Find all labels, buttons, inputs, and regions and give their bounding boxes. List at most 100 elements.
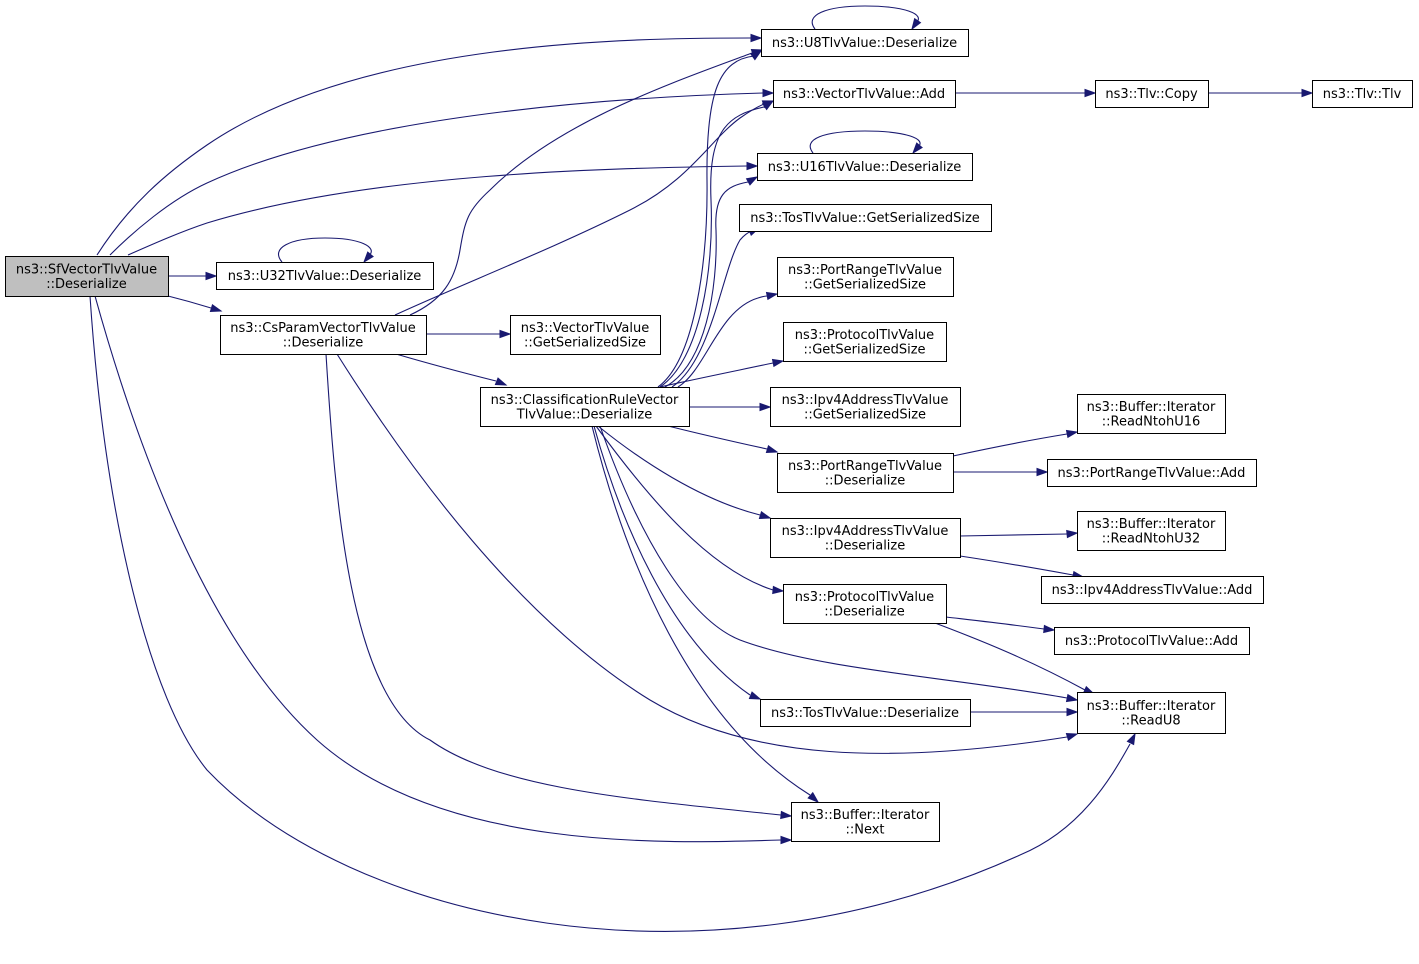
- edge-classrule-to-u8: [657, 50, 763, 388]
- node-label-line: ns3::Ipv4AddressTlvValue: [782, 393, 949, 408]
- node-protocoltlvvalue-add[interactable]: ns3::ProtocolTlvValue::Add: [1054, 627, 1250, 655]
- node-vectortlvvalue-getserializedsize[interactable]: ns3::VectorTlvValue::GetSerializedSize: [510, 315, 661, 355]
- node-label-line: ns3::Tlv::Tlv: [1323, 87, 1402, 102]
- node-label-line: ns3::CsParamVectorTlvValue: [230, 321, 415, 336]
- edge-u32-to-u32: [278, 237, 374, 264]
- edges-layer: [89, 5, 1314, 932]
- edge-classrule-to-portgss: [677, 291, 779, 388]
- edge-classrule-to-readu8: [599, 425, 1079, 703]
- edge-sfvector-to-csparam: [167, 295, 223, 313]
- node-label-line: ::GetSerializedSize: [804, 277, 926, 292]
- node-buffer-iterator-readntohu32[interactable]: ns3::Buffer::Iterator::ReadNtohU32: [1077, 511, 1226, 551]
- node-ipv4addresstlvvalue-deserialize[interactable]: ns3::Ipv4AddressTlvValue::Deserialize: [770, 518, 961, 558]
- edge-sfvector-to-readu8: [89, 295, 1136, 932]
- node-label-line: ::ReadU8: [1121, 713, 1180, 728]
- edge-sfvector-to-u8: [96, 33, 763, 256]
- node-buffer-iterator-next[interactable]: ns3::Buffer::Iterator::Next: [791, 802, 940, 842]
- node-label-line: ns3::U8TlvValue::Deserialize: [772, 36, 957, 51]
- node-label-line: ::ReadNtohU16: [1102, 414, 1201, 429]
- node-label-line: ns3::Buffer::Iterator: [1087, 400, 1216, 415]
- edge-classrule-to-ipv4des: [597, 425, 772, 520]
- edge-classrule-to-tosdes: [593, 425, 762, 700]
- edge-ipv4des-to-ipv4add: [959, 555, 1085, 580]
- node-label-line: ns3::PortRangeTlvValue: [788, 459, 942, 474]
- edge-portdes-to-readu16: [952, 429, 1079, 457]
- edge-sfvector-to-vecadd: [109, 88, 775, 256]
- node-tlv-copy[interactable]: ns3::Tlv::Copy: [1095, 80, 1209, 108]
- node-label-line: ns3::PortRangeTlvValue::Add: [1058, 466, 1246, 481]
- node-label-line: ::Deserialize: [46, 277, 127, 292]
- node-label-line: ns3::U32TlvValue::Deserialize: [228, 269, 422, 284]
- node-u32tlvvalue-deserialize[interactable]: ns3::U32TlvValue::Deserialize: [216, 262, 434, 290]
- edge-classrule-to-portdes: [667, 425, 779, 454]
- node-label-line: ::ReadNtohU32: [1102, 531, 1201, 546]
- edge-csparam-to-vecgss: [426, 329, 512, 339]
- edge-portdes-to-portadd: [953, 467, 1049, 477]
- nodes-layer: ns3::SfVectorTlvValue::Deserialize ns3::U…: [5, 29, 1413, 842]
- edge-csparam-to-readu8: [336, 353, 1079, 754]
- edge-classrule-to-protodes: [595, 425, 785, 595]
- node-vectortlvvalue-add[interactable]: ns3::VectorTlvValue::Add: [773, 80, 956, 108]
- edge-tosdes-to-readu8: [970, 707, 1079, 717]
- node-label-line: ::Deserialize: [824, 604, 905, 619]
- edge-classrule-to-ipv4gss: [689, 402, 772, 412]
- node-label-line: ::Deserialize: [825, 538, 906, 553]
- edge-classrule-to-tosgss: [671, 227, 761, 388]
- edge-csparam-to-vecadd: [394, 100, 775, 316]
- node-buffer-iterator-readu8[interactable]: ns3::Buffer::Iterator::ReadU8: [1077, 692, 1226, 734]
- node-ipv4addresstlvvalue-add[interactable]: ns3::Ipv4AddressTlvValue::Add: [1041, 576, 1264, 604]
- edge-classrule-to-protogss: [659, 358, 785, 388]
- node-portrangetlvvalue-deserialize[interactable]: ns3::PortRangeTlvValue::Deserialize: [777, 453, 954, 493]
- node-tlv-tlv[interactable]: ns3::Tlv::Tlv: [1312, 80, 1413, 108]
- edge-protodes-to-protoadd: [945, 616, 1056, 634]
- node-protocoltlvvalue-deserialize[interactable]: ns3::ProtocolTlvValue::Deserialize: [783, 584, 947, 624]
- node-label-line: ns3::VectorTlvValue: [521, 321, 649, 336]
- node-protocoltlvvalue-getserializedsize[interactable]: ns3::ProtocolTlvValue::GetSerializedSize: [783, 322, 947, 362]
- node-label-line: ::Deserialize: [825, 473, 906, 488]
- edge-sfvector-to-u16: [127, 161, 759, 256]
- node-label-line: ns3::Ipv4AddressTlvValue::Add: [1052, 583, 1253, 598]
- node-label-line: TlvValue::Deserialize: [516, 407, 652, 422]
- edge-tlvcopy-to-tlvtlv: [1208, 88, 1314, 98]
- node-buffer-iterator-readntohu16[interactable]: ns3::Buffer::Iterator::ReadNtohU16: [1077, 394, 1226, 434]
- node-label-line: ns3::ProtocolTlvValue: [795, 328, 934, 343]
- node-csparamvectortlvvalue-deserialize[interactable]: ns3::CsParamVectorTlvValue::Deserialize: [220, 315, 427, 355]
- node-label-line: ::Deserialize: [283, 335, 364, 350]
- edge-csparam-to-classrule: [395, 353, 508, 386]
- node-sfvectortlvvalue-deserialize[interactable]: ns3::SfVectorTlvValue::Deserialize: [5, 256, 169, 297]
- node-portrangetlvvalue-add[interactable]: ns3::PortRangeTlvValue::Add: [1047, 459, 1257, 487]
- node-label-line: ns3::Buffer::Iterator: [1087, 699, 1216, 714]
- edge-classrule-to-next: [591, 425, 820, 803]
- node-label-line: ns3::U16TlvValue::Deserialize: [768, 160, 962, 175]
- edge-csparam-to-u8: [409, 48, 764, 316]
- edge-classrule-to-vecadd: [659, 100, 775, 388]
- edge-vecadd-to-tlvcopy: [955, 88, 1097, 98]
- node-tostlvvalue-deserialize[interactable]: ns3::TosTlvValue::Deserialize: [760, 699, 971, 727]
- node-label-line: ns3::ProtocolTlvValue: [795, 590, 934, 605]
- edge-u8-to-u8: [811, 5, 922, 31]
- node-label-line: ns3::Buffer::Iterator: [1087, 517, 1216, 532]
- node-label-line: ns3::Buffer::Iterator: [801, 808, 930, 823]
- node-u8tlvvalue-deserialize[interactable]: ns3::U8TlvValue::Deserialize: [761, 29, 969, 57]
- node-label-line: ::GetSerializedSize: [524, 335, 646, 350]
- node-portrangetlvvalue-getserializedsize[interactable]: ns3::PortRangeTlvValue::GetSerializedSiz…: [777, 257, 954, 297]
- node-label-line: ns3::TosTlvValue::Deserialize: [771, 706, 959, 721]
- edge-u16-to-u16: [809, 130, 923, 155]
- node-label-line: ns3::Ipv4AddressTlvValue: [782, 524, 949, 539]
- node-tostlvvalue-getserializedsize[interactable]: ns3::TosTlvValue::GetSerializedSize: [739, 204, 992, 232]
- node-classificationrulevectortlvvalue-deserialize[interactable]: ns3::ClassificationRuleVectorTlvValue::D…: [480, 387, 690, 427]
- node-label-line: ::GetSerializedSize: [803, 342, 925, 357]
- node-label-line: ns3::TosTlvValue::GetSerializedSize: [750, 211, 980, 226]
- node-label-line: ns3::ClassificationRuleVector: [491, 393, 679, 408]
- edge-ipv4des-to-readu32: [959, 529, 1079, 539]
- edge-csparam-to-next: [325, 353, 793, 820]
- node-label-line: ::GetSerializedSize: [804, 407, 926, 422]
- node-label-line: ns3::VectorTlvValue::Add: [783, 87, 945, 102]
- node-u16tlvvalue-deserialize[interactable]: ns3::U16TlvValue::Deserialize: [757, 153, 973, 181]
- node-label-line: ns3::ProtocolTlvValue::Add: [1065, 634, 1238, 649]
- node-label-line: ns3::Tlv::Copy: [1105, 87, 1198, 102]
- edge-sfvector-to-next: [94, 295, 793, 845]
- node-label-line: ns3::PortRangeTlvValue: [788, 263, 942, 278]
- node-ipv4addresstlvvalue-getserializedsize[interactable]: ns3::Ipv4AddressTlvValue::GetSerializedS…: [770, 387, 961, 427]
- edge-classrule-to-u16: [664, 176, 759, 388]
